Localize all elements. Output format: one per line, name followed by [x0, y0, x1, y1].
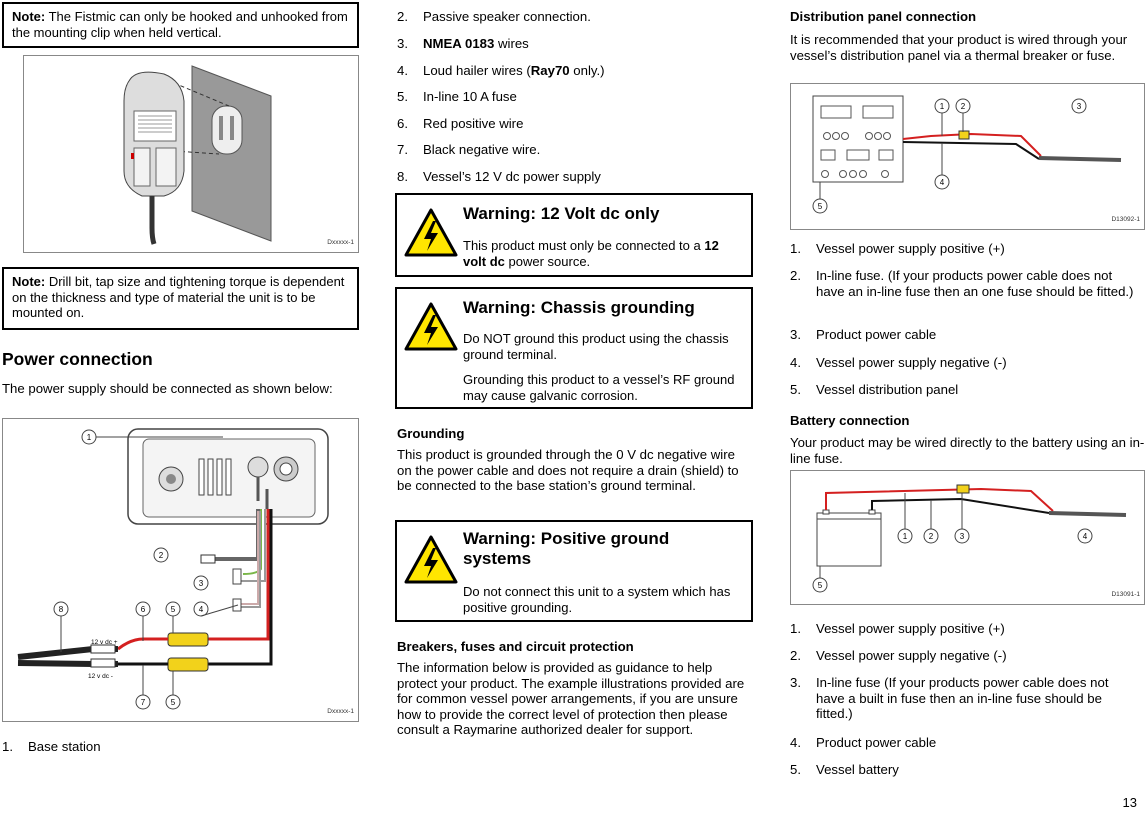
- power-connection-diagram: 12 v dc + 12 v dc - 1 2 3 4 5 6 8 7 5: [17, 428, 329, 710]
- warning-icon: [404, 535, 458, 584]
- figure-distribution-panel: 1 2 3 4 5 D13092-1: [790, 83, 1145, 230]
- svg-text:5: 5: [818, 581, 823, 590]
- warning-positive-ground: Warning: Positive ground systems Do not …: [395, 520, 753, 622]
- breakers-text: The information below is provided as gui…: [397, 660, 745, 737]
- note-fistmic: Note: The Fistmic can only be hooked and…: [2, 2, 359, 48]
- distribution-heading: Distribution panel connection: [790, 9, 977, 24]
- callout-2: 2: [159, 551, 164, 560]
- note-text: Drill bit, tap size and tightening torqu…: [12, 274, 345, 320]
- figure-code: D13092-1: [1111, 215, 1140, 223]
- callout-6: 6: [141, 605, 146, 614]
- svg-text:3: 3: [1077, 102, 1082, 111]
- note-text: The Fistmic can only be hooked and unhoo…: [12, 9, 348, 40]
- svg-text:1: 1: [903, 532, 908, 541]
- figure-power-connection: 12 v dc + 12 v dc - 1 2 3 4 5 6 8 7 5 Dx…: [2, 418, 359, 722]
- callout-5b: 5: [171, 698, 176, 707]
- note-label: Note:: [12, 9, 46, 24]
- warning-chassis-grounding: Warning: Chassis grounding Do NOT ground…: [395, 287, 753, 409]
- fistmic-illustration: [123, 65, 272, 245]
- battery-connection-diagram: 1 2 3 4 5: [812, 484, 1127, 593]
- callout-1: 1: [87, 433, 92, 442]
- battery-text: Your product may be wired directly to th…: [790, 435, 1145, 466]
- warning-icon: [404, 208, 458, 257]
- battery-heading: Battery connection: [790, 413, 910, 428]
- callout-7: 7: [141, 698, 146, 707]
- distribution-panel-diagram: 1 2 3 4 5: [812, 95, 1122, 214]
- grounding-text: This product is grounded through the 0 V…: [397, 447, 739, 493]
- note-label: Note:: [12, 274, 46, 289]
- svg-text:4: 4: [940, 178, 945, 187]
- power-connection-heading: Power connection: [2, 349, 153, 369]
- callout-5: 5: [171, 605, 176, 614]
- note-drill-bit: Note: Drill bit, tap size and tightening…: [2, 267, 359, 330]
- label-12v-negative: 12 v dc -: [88, 673, 113, 680]
- page-number: 13: [1122, 794, 1137, 810]
- svg-text:4: 4: [1083, 532, 1088, 541]
- callout-8: 8: [59, 605, 64, 614]
- warning-12v: Warning: 12 Volt dc only This product mu…: [395, 193, 753, 277]
- warning-icon: [404, 302, 458, 351]
- svg-text:3: 3: [960, 532, 965, 541]
- callout-4: 4: [199, 605, 204, 614]
- label-12v-positive: 12 v dc +: [91, 639, 118, 646]
- breakers-heading: Breakers, fuses and circuit protection: [397, 639, 634, 654]
- svg-text:2: 2: [961, 102, 966, 111]
- figure-code: Dxxxxx-1: [327, 238, 354, 246]
- figure-battery-connection: 1 2 3 4 5 D13091-1: [790, 470, 1145, 605]
- svg-text:5: 5: [818, 202, 823, 211]
- callout-3: 3: [199, 579, 204, 588]
- figure-code: D13091-1: [1111, 590, 1140, 598]
- svg-text:2: 2: [929, 532, 934, 541]
- power-intro-text: The power supply should be connected as …: [2, 381, 333, 396]
- grounding-heading: Grounding: [397, 426, 465, 441]
- svg-text:1: 1: [940, 102, 945, 111]
- figure-code: Dxxxxx-1: [327, 707, 354, 715]
- figure-fistmic-mounting: Dxxxxx-1: [23, 55, 359, 253]
- distribution-text: It is recommended that your product is w…: [790, 32, 1128, 63]
